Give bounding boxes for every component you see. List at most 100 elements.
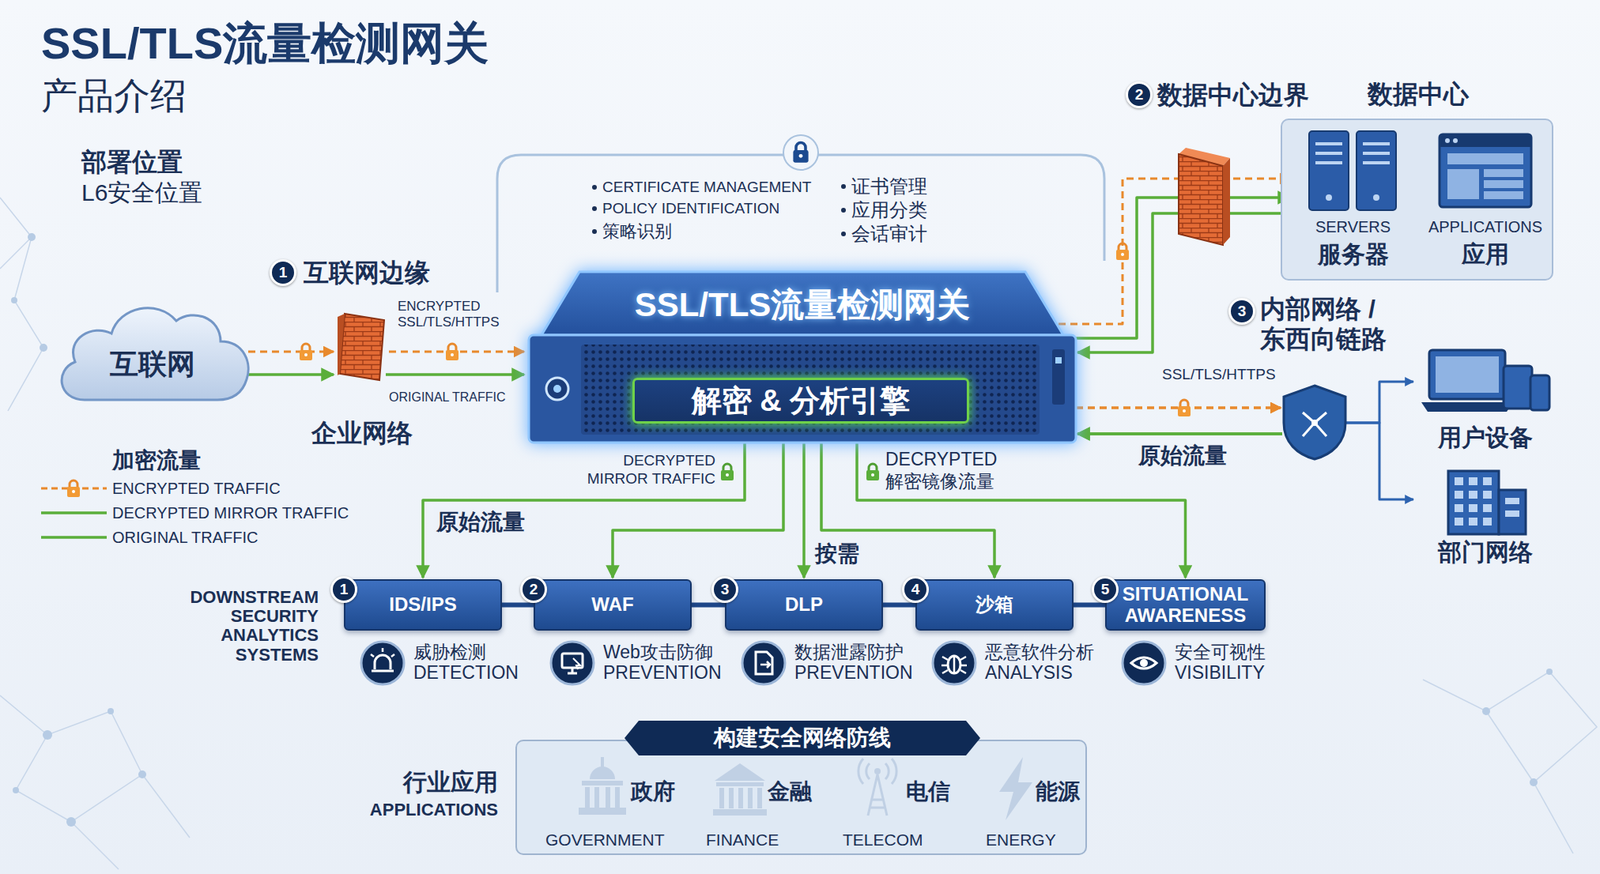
app-icon — [1422, 126, 1549, 216]
switch-shield — [1283, 385, 1346, 460]
callout-number: 3 — [711, 576, 739, 604]
process-box: WAF — [533, 579, 692, 631]
connector-line — [1345, 381, 1414, 423]
edge-label: 按需 — [812, 539, 862, 570]
fw-node: 企业网络 — [306, 312, 418, 452]
connector-line — [385, 373, 525, 377]
firewall-symbol — [1178, 147, 1231, 246]
connector — [422, 442, 745, 578]
dept-icon — [1415, 466, 1556, 536]
app-node: APPLICATIONS应用 — [1422, 126, 1549, 279]
text-label: FINANCE — [705, 830, 779, 850]
connector-line — [802, 442, 806, 578]
node-text: 用户设备 — [1415, 422, 1556, 455]
connector-line — [1073, 603, 1106, 608]
text-label: 电信 — [905, 778, 951, 806]
text-label: 加密流量 — [112, 447, 201, 475]
text-label: 政府 — [630, 778, 676, 806]
title: SSL/TLS流量检测网关 — [41, 14, 489, 75]
callout-number: 5 — [1091, 576, 1119, 604]
callout-number: 4 — [901, 576, 929, 604]
node-text: 应用 — [1422, 238, 1549, 272]
node-text: APPLICATIONS — [1422, 218, 1549, 237]
text-label: APPLICATIONS — [339, 800, 499, 821]
connector-line — [883, 603, 916, 608]
connector — [1073, 604, 1106, 606]
legend-text: ORIGINAL TRAFFIC — [112, 528, 258, 548]
node-text: SITUATIONAL AWARENESS — [1114, 584, 1257, 627]
node-text: 部门网络 — [1415, 536, 1556, 570]
node-text: 企业网络 — [306, 416, 418, 452]
srv-node: SERVERS服务器 — [1291, 126, 1415, 279]
connector-line — [1058, 178, 1291, 325]
text-label: POLICY IDENTIFICATION — [602, 200, 780, 219]
fw-icon — [336, 312, 386, 382]
text-label: 应用分类 — [851, 199, 928, 223]
text-label: SSL/TLS/HTTPS — [1162, 366, 1276, 385]
network-dots — [11, 233, 1553, 827]
dev-icon — [1415, 343, 1556, 419]
connector-line — [246, 373, 334, 377]
node-text: IDS/IPS — [388, 594, 457, 616]
node-text: WAF — [591, 594, 634, 616]
process-box: IDS/IPS — [343, 579, 502, 631]
text-label: 数据泄露防护 PREVENTION — [794, 641, 921, 684]
text-label: CERTIFICATE MANAGEMENT — [602, 178, 812, 197]
capability-icons — [361, 641, 1166, 685]
connector-line — [691, 603, 725, 608]
connector — [1075, 407, 1414, 500]
connector-line — [1077, 432, 1283, 436]
text-label: 数据中心边界 — [1157, 79, 1310, 110]
connector-line — [248, 350, 334, 354]
text-label: ORIGINAL TRAFFIC — [388, 389, 506, 405]
text-label: GOVERNMENT — [545, 830, 665, 850]
edge-label: 原始流量 — [433, 507, 528, 538]
text-label: 威胁检测 DETECTION — [413, 641, 540, 684]
callout-number: 1 — [269, 259, 297, 287]
node-text: 构建安全网络防线 — [624, 720, 981, 756]
text-label: 行业应用 — [339, 768, 499, 797]
legend-text: DECRYPTED MIRROR TRAFFIC — [112, 503, 349, 523]
connector-line — [856, 442, 1186, 578]
legend-text: ENCRYPTED TRAFFIC — [112, 479, 281, 499]
text-label: 内部网络 / 东西向链路 — [1260, 294, 1401, 355]
node-text: 互联网 — [109, 345, 196, 385]
text-label: ENCRYPTED SSL/TLS/HTTPS — [397, 298, 517, 332]
connector — [1075, 381, 1414, 434]
dc-node: 数据中心SERVERS服务器APPLICATIONS应用 — [1280, 118, 1554, 281]
eng-node: 解密 & 分析引擎 — [632, 377, 970, 424]
node-text: 数据中心 — [1367, 77, 1469, 113]
text-label: L6安全位置 — [81, 178, 203, 208]
text-label: 证书管理 — [851, 175, 928, 199]
text-label: 互联网边缘 — [303, 257, 431, 288]
dev-node: 用户设备 — [1415, 343, 1556, 455]
text-label: 会话审计 — [851, 222, 928, 246]
text-label: ENERGY — [985, 830, 1057, 850]
connector — [1058, 178, 1291, 353]
text-label: DECRYPTED MIRROR TRAFFIC — [583, 452, 716, 489]
text-label: TELECOM — [842, 830, 924, 850]
node-text: SSL/TLS流量检测网关 — [525, 283, 1080, 328]
text-label: 金融 — [767, 778, 812, 806]
process-box: DLP — [724, 579, 884, 631]
text-label: DOWNSTREAM SECURITY ANALYTICS SYSTEMS — [177, 588, 319, 665]
text-label: 原始流量 — [1138, 442, 1227, 470]
cloud-node: 互联网 — [51, 294, 253, 408]
connector-line — [1077, 432, 1283, 436]
node-text: SERVERS — [1291, 218, 1415, 237]
connector — [883, 604, 916, 606]
gw-node: SSL/TLS流量检测网关解密 & 分析引擎 — [525, 270, 1080, 446]
connector-line — [1345, 422, 1414, 500]
node-text: 沙箱 — [975, 594, 1014, 616]
callout-number: 2 — [520, 576, 548, 604]
text-label: 能源 — [1035, 778, 1080, 806]
text-label: Web攻击防御 PREVENTION — [603, 641, 730, 684]
callout-number: 2 — [1125, 81, 1153, 109]
callout-number: 1 — [330, 576, 358, 604]
text-label: 策略识别 — [602, 221, 672, 242]
connector — [691, 604, 725, 606]
node-text: 解密 & 分析引擎 — [691, 381, 911, 422]
connector-line — [422, 442, 745, 578]
connector — [501, 604, 534, 606]
connector-line — [501, 603, 534, 608]
